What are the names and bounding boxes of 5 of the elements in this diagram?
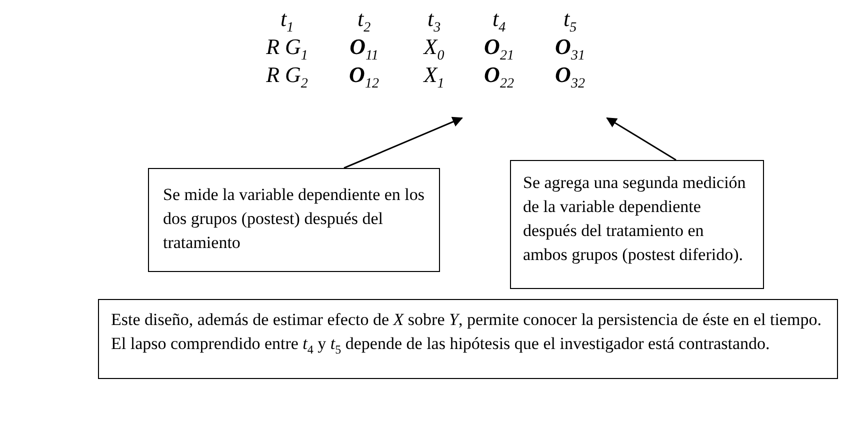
callout-box: Se mide la variable dependiente en los dos grupos (postest) después del tratamiento bbox=[148, 168, 440, 272]
callout-box: Se agrega una segunda medición de la variable dependiente después del tratamiento en ambos grupos (postest diferido). bbox=[510, 160, 764, 289]
note-box: Este diseño, además de estimar efecto de X sobre Y, permite conocer la persistencia de éste en el tiempo. El lapso comprendido entre t$_{4}$ y t$_{5}$ depende de las hipótesis que el investigador está contrastando. bbox=[98, 299, 838, 379]
leader-arrow bbox=[344, 116, 463, 169]
leader-arrow bbox=[606, 117, 676, 161]
